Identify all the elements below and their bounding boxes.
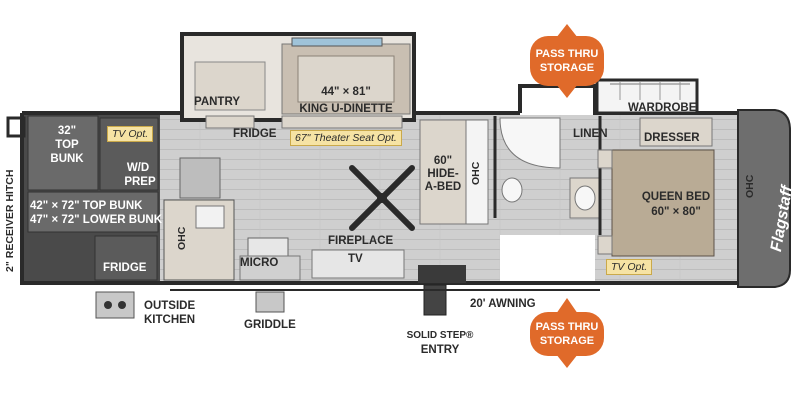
pass-thru-top-text-2: STORAGE — [539, 62, 595, 74]
fridge-unit — [205, 115, 255, 129]
wardrobe-label: WARDROBE — [628, 102, 697, 114]
theater-seat-tag: 67" Theater Seat Opt. — [290, 130, 402, 146]
pass-thru-storage-badge-bottom — [530, 298, 604, 368]
dresser — [639, 117, 713, 147]
linen-label: LINEN — [573, 128, 608, 140]
pantry-cabinet — [194, 61, 266, 111]
hide-a-bed-label-1: HIDE- — [427, 168, 459, 180]
tv-opt-tag-bunk: TV Opt. — [107, 126, 154, 142]
awning-label: 20' AWNING — [470, 298, 536, 310]
shower — [499, 117, 561, 169]
hide-a-bed-back — [465, 119, 489, 225]
dinette-table — [297, 55, 395, 103]
king-dinette-size-label: 44" × 81" — [321, 86, 371, 98]
fireplace-label: FIREPLACE — [328, 235, 394, 247]
bunks-label-1: 42" × 72" TOP BUNK — [30, 200, 143, 212]
fridge-rear-label: FRIDGE — [103, 262, 147, 274]
outside-kitchen-unit — [95, 291, 135, 319]
fridge-label: FRIDGE — [233, 128, 277, 140]
tv-label: TV — [348, 253, 363, 265]
queen-bed-size-label: 60" × 80" — [651, 206, 701, 218]
hide-a-bed — [419, 119, 467, 225]
pass-thru-bottom-text-1: PASS THRU — [535, 321, 599, 333]
micro-label: MICRO — [240, 257, 279, 269]
outer-wall — [20, 84, 740, 285]
toilet — [501, 177, 523, 203]
bunks-label-2: 47" × 72" LOWER BUNK — [30, 214, 163, 226]
ohc-label-kitchen: OHC — [176, 226, 188, 250]
top-bunk-bed — [27, 115, 99, 191]
dresser-label: DRESSER — [644, 132, 700, 144]
hide-a-bed-size-label: 60" — [433, 155, 453, 167]
rear-fridge — [94, 235, 158, 281]
griddle-label: GRIDDLE — [244, 319, 296, 331]
entry-mat — [418, 265, 466, 283]
solid-step-label-1: SOLID STEP® — [406, 330, 474, 341]
ceiling-fan — [349, 165, 415, 231]
king-dinette-label: KING U-DINETTE — [299, 103, 393, 115]
queen-bed — [611, 149, 715, 257]
griddle-unit — [255, 291, 285, 313]
pass-thru-bottom-text-2: STORAGE — [539, 335, 595, 347]
top-bunk-size-label: 32" — [57, 125, 77, 137]
queen-bed-label: QUEEN BED — [641, 191, 711, 203]
outside-kitchen-label-1: OUTSIDE — [144, 300, 196, 312]
kitchen-island — [179, 157, 221, 199]
nightstand-1 — [597, 149, 613, 169]
top-bunk-label-2: BUNK — [50, 153, 84, 165]
front-cap — [737, 109, 791, 288]
tv-opt-tag-bed: TV Opt. — [606, 259, 653, 275]
ohc-label-front: OHC — [744, 174, 756, 198]
bath-sink — [574, 185, 596, 211]
rear-bumper — [6, 116, 26, 138]
entry-step — [423, 284, 447, 316]
lower-bunk-bed — [27, 191, 159, 233]
hide-a-bed-label-2: A-BED — [424, 181, 462, 193]
pass-thru-top-text-1: PASS THRU — [535, 48, 599, 60]
fireplace-unit — [311, 249, 405, 279]
wd-prep-label-1: W/D — [126, 162, 150, 174]
theater-seat — [281, 115, 403, 129]
wd-prep-label-2: PREP — [124, 176, 156, 188]
micro-cabinet — [239, 255, 301, 281]
receiver-hitch-label: 2" RECEIVER HITCH — [4, 169, 16, 272]
sink — [195, 205, 225, 229]
pass-thru-storage-badge-top — [530, 24, 604, 98]
solid-step-label-2: ENTRY — [420, 344, 460, 356]
top-bunk-label-1: TOP — [55, 139, 79, 151]
skylight — [291, 37, 383, 47]
nightstand-2 — [597, 235, 613, 255]
pantry-label: PANTRY — [194, 96, 240, 108]
ohc-label-hide-a-bed: OHC — [470, 161, 482, 185]
outside-kitchen-label-2: KITCHEN — [144, 314, 196, 326]
